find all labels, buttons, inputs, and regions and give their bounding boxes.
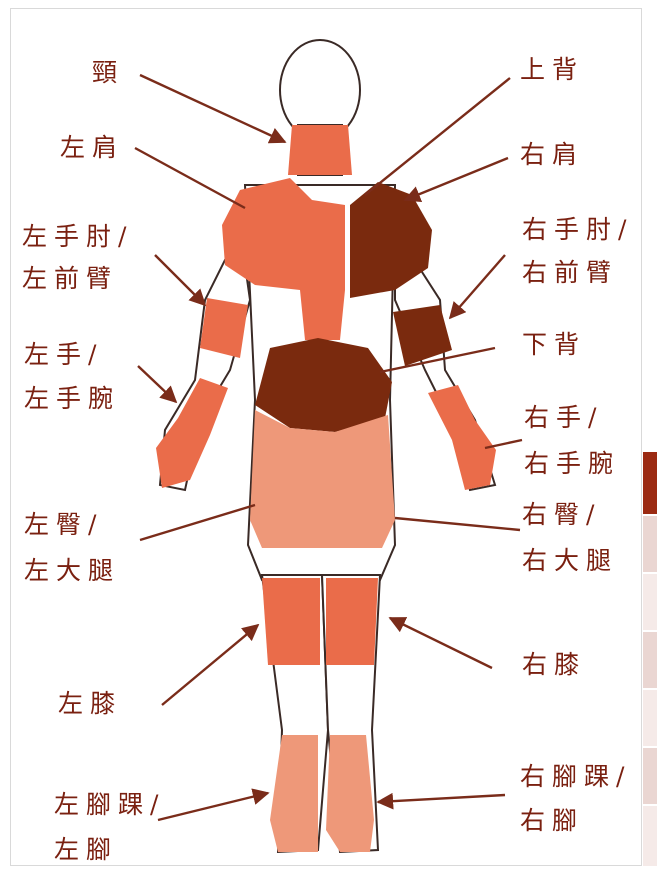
line-left-hip: [140, 505, 255, 540]
line-upper-back: [365, 78, 510, 195]
label-right-ankle-line1: 右腳踝/: [520, 762, 631, 792]
side-strip-cell: [643, 748, 657, 804]
label-left-hand-line1: 左手/: [24, 340, 103, 370]
side-strip-cell: [643, 516, 657, 572]
label-right-elbow-line2: 右前臂: [522, 258, 618, 288]
label-neck: 頸: [92, 58, 124, 88]
region-right-hand: [428, 385, 496, 490]
label-lower-back: 下背: [522, 330, 586, 360]
label-left-elbow-line2: 左前臂: [22, 264, 118, 294]
arrow-right-elbow: [450, 255, 505, 318]
label-right-hip-line2: 右大腿: [522, 546, 618, 576]
label-right-hip-line1: 右臀/: [522, 500, 601, 530]
arrow-left-knee: [162, 625, 258, 705]
arrow-right-knee: [390, 618, 492, 668]
label-left-hip-line1: 左臀/: [24, 510, 103, 540]
side-strip-cell: [643, 690, 657, 746]
label-right-elbow-line1: 右手肘/: [522, 215, 633, 245]
line-left-shoulder: [135, 148, 245, 208]
region-left-elbow: [200, 298, 248, 358]
region-left-ankle-foot: [270, 735, 318, 852]
region-neck: [288, 125, 352, 175]
side-strip-accent: [643, 452, 657, 514]
label-left-elbow-line1: 左手肘/: [22, 222, 133, 252]
side-strip-cell: [643, 574, 657, 630]
label-left-knee: 左膝: [58, 689, 122, 719]
region-left-knee: [262, 578, 320, 665]
side-strip-cell: [643, 632, 657, 688]
label-left-ankle-line2: 左腳: [54, 835, 118, 865]
label-left-hip-line2: 左大腿: [24, 556, 120, 586]
label-right-hand-line2: 右手腕: [524, 449, 620, 479]
region-right-ankle-foot: [326, 735, 374, 852]
label-right-knee: 右膝: [522, 650, 586, 680]
arrow-left-elbow: [155, 255, 205, 305]
line-right-hip: [395, 518, 520, 530]
label-right-ankle-line2: 右腳: [520, 806, 584, 836]
arrow-right-ankle: [378, 795, 505, 802]
arrow-left-hand: [138, 366, 176, 402]
arrow-left-ankle: [158, 793, 268, 820]
side-strip-cell: [643, 806, 657, 866]
arrow-neck: [140, 75, 285, 142]
arrow-right-shoulder: [405, 158, 508, 200]
region-right-knee: [326, 578, 378, 665]
label-left-hand-line2: 左手腕: [24, 384, 120, 414]
label-left-shoulder: 左肩: [60, 133, 124, 163]
label-left-ankle-line1: 左腳踝/: [54, 790, 165, 820]
label-right-hand-line1: 右手/: [524, 403, 603, 433]
label-upper-back: 上背: [520, 55, 584, 85]
label-right-shoulder: 右肩: [520, 140, 584, 170]
